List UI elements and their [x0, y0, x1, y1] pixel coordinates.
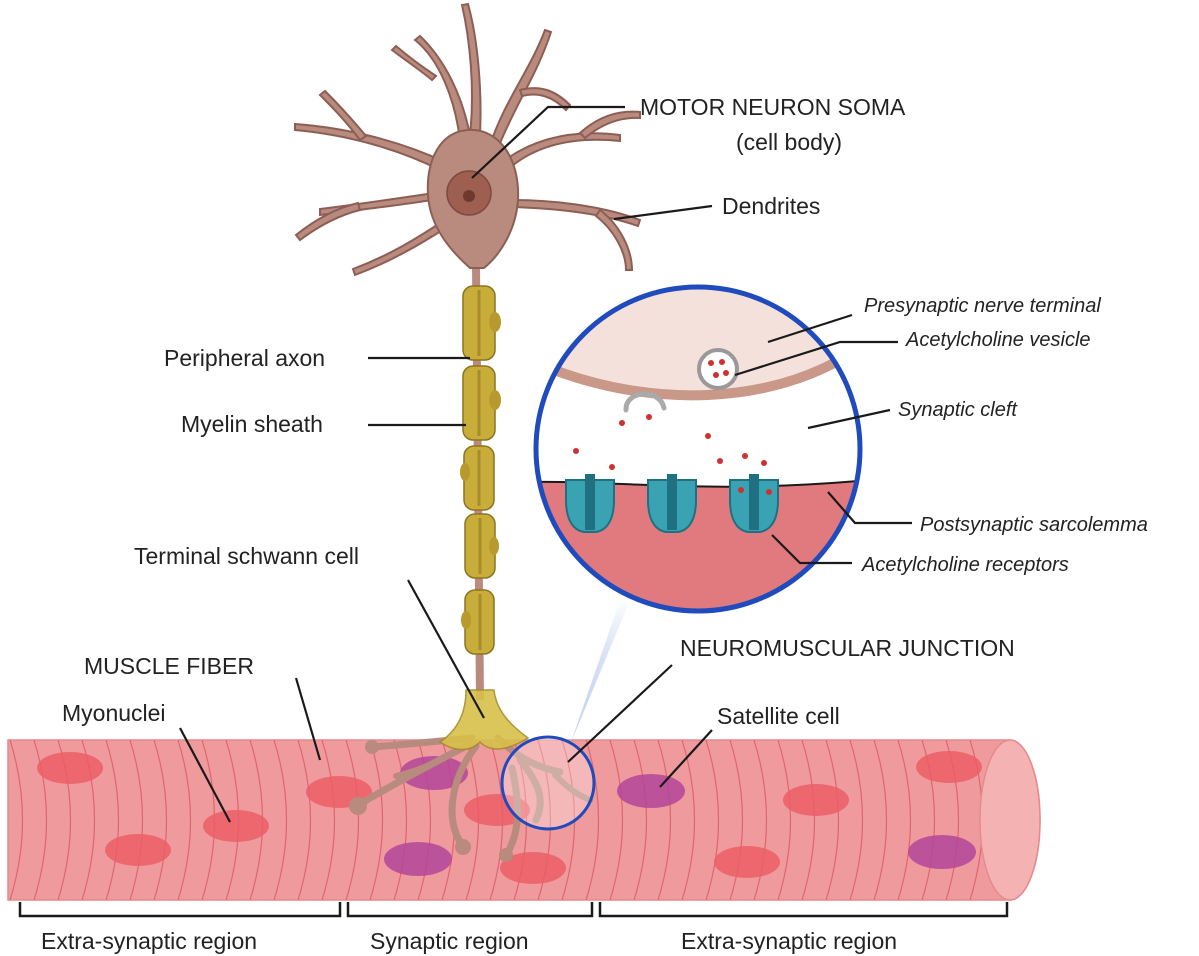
- label-extra-synaptic-region-right: Extra-synaptic region: [681, 928, 897, 954]
- acetylcholine-molecules: [573, 414, 767, 470]
- motor-neuron: [294, 2, 642, 277]
- zoom-beam: [570, 600, 628, 745]
- label-extra-synaptic-region-left: Extra-synaptic region: [41, 928, 257, 954]
- myonuclei-group: [37, 751, 982, 884]
- label-synaptic-region: Synaptic region: [370, 928, 529, 954]
- presynaptic-membrane: [536, 336, 860, 401]
- label-synaptic-cleft: Synaptic cleft: [898, 399, 1018, 421]
- myonucleus: [783, 784, 849, 816]
- satellite-cell: [400, 756, 468, 790]
- synapse-inset: [533, 284, 863, 614]
- label-cell-body: (cell body): [736, 129, 842, 155]
- satellite-cell: [617, 774, 685, 808]
- label-presynaptic-terminal: Presynaptic nerve terminal: [864, 295, 1101, 317]
- label-peripheral-axon: Peripheral axon: [164, 345, 325, 371]
- label-myelin-sheath: Myelin sheath: [181, 411, 323, 437]
- myonucleus: [500, 852, 566, 884]
- myelin-sheath-segments: [460, 285, 501, 655]
- myonucleus: [916, 751, 982, 783]
- vesicle-fusion: [623, 391, 667, 413]
- label-terminal-schwann-cell: Terminal schwann cell: [134, 543, 359, 569]
- myonucleus: [464, 794, 530, 826]
- myonucleus: [37, 752, 103, 784]
- dendrites: [294, 2, 642, 277]
- label-muscle-fiber: MUSCLE FIBER: [84, 653, 254, 679]
- label-acetylcholine-receptors: Acetylcholine receptors: [861, 554, 1069, 576]
- acetylcholine-receptor: [729, 474, 779, 533]
- terminal-schwann-cell: [438, 689, 530, 751]
- label-postsynaptic-sarcolemma: Postsynaptic sarcolemma: [920, 514, 1148, 536]
- region-brackets: [18, 902, 1009, 918]
- satellite-cells-group: [384, 756, 976, 876]
- acetylcholine-vesicle: [697, 348, 739, 390]
- satellite-cell: [384, 842, 452, 876]
- label-acetylcholine-vesicle: Acetylcholine vesicle: [905, 329, 1091, 351]
- label-satellite-cell: Satellite cell: [717, 703, 840, 729]
- label-myonuclei: Myonuclei: [62, 700, 166, 726]
- myonucleus: [105, 834, 171, 866]
- label-dendrites: Dendrites: [722, 193, 820, 219]
- satellite-cell: [908, 835, 976, 869]
- muscle-fiber-end: [979, 739, 1041, 901]
- myonucleus: [203, 810, 269, 842]
- inset-border: [533, 284, 863, 614]
- nucleolus: [463, 190, 475, 202]
- acetylcholine-receptor: [647, 474, 697, 533]
- leader-lines: [179, 105, 912, 823]
- acetylcholine-receptor: [565, 474, 615, 533]
- myonucleus: [714, 846, 780, 878]
- label-motor-neuron-soma: MOTOR NEURON SOMA: [640, 94, 906, 120]
- label-neuromuscular-junction: NEUROMUSCULAR JUNCTION: [680, 635, 1015, 661]
- muscle-fiber: [7, 739, 1041, 901]
